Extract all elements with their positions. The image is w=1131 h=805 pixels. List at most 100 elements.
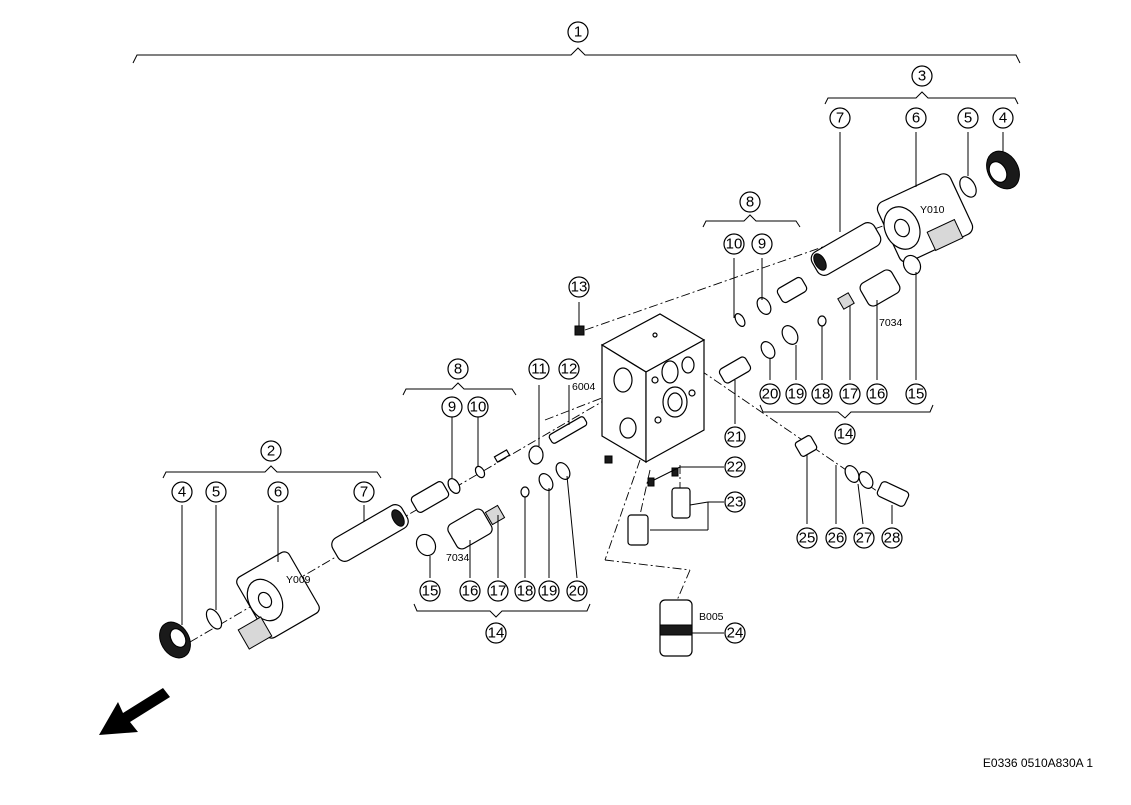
svg-text:6: 6 xyxy=(912,110,920,127)
oring-left-5 xyxy=(205,608,223,630)
svg-text:19: 19 xyxy=(541,583,558,600)
check-valve-left: 7034 xyxy=(415,504,506,564)
valve-block xyxy=(600,313,706,464)
callout-13: 13 xyxy=(568,276,590,298)
svg-text:5: 5 xyxy=(212,484,220,501)
svg-text:7: 7 xyxy=(836,110,844,127)
callout-5-left: 5 xyxy=(205,481,227,503)
svg-text:9: 9 xyxy=(758,236,766,253)
svg-text:14: 14 xyxy=(837,426,854,443)
callout-9-left: 9 xyxy=(441,396,463,418)
bottom-fittings xyxy=(627,467,691,546)
callout-6-right: 6 xyxy=(905,107,927,129)
svg-text:27: 27 xyxy=(856,530,873,547)
svg-text:14: 14 xyxy=(488,625,505,642)
callout-4-right: 4 xyxy=(992,107,1014,129)
callout-2: 2 xyxy=(260,440,282,462)
coil-label-left: Y009 xyxy=(286,574,311,586)
svg-text:22: 22 xyxy=(727,459,744,476)
callout-11: 11 xyxy=(528,358,550,380)
armature-tube-right xyxy=(810,222,882,276)
callout-15-right: 15 xyxy=(905,383,927,405)
bracket-1 xyxy=(132,47,1021,64)
svg-text:20: 20 xyxy=(569,583,586,600)
callout-21: 21 xyxy=(724,426,746,448)
sensor-label: B005 xyxy=(699,611,724,623)
callout-25: 25 xyxy=(796,527,818,549)
callout-23: 23 xyxy=(724,491,746,513)
svg-text:17: 17 xyxy=(490,583,507,600)
svg-text:28: 28 xyxy=(884,530,901,547)
svg-text:26: 26 xyxy=(828,530,845,547)
solenoid-nut-right xyxy=(986,150,1020,190)
svg-text:15: 15 xyxy=(422,583,439,600)
svg-text:5: 5 xyxy=(964,110,972,127)
callout-19-left: 19 xyxy=(538,580,560,602)
svg-text:24: 24 xyxy=(727,625,744,642)
callout-27: 27 xyxy=(853,527,875,549)
solenoid-coil-right: Y010 xyxy=(876,173,974,263)
callout-28: 28 xyxy=(881,527,903,549)
svg-text:25: 25 xyxy=(799,530,816,547)
callout-24: 24 xyxy=(724,622,746,644)
callout-7-left: 7 xyxy=(353,481,375,503)
svg-text:17: 17 xyxy=(842,386,859,403)
svg-text:20: 20 xyxy=(762,386,779,403)
svg-text:13: 13 xyxy=(571,279,588,296)
callout-18-right: 18 xyxy=(811,383,833,405)
svg-text:1: 1 xyxy=(574,24,582,41)
bracket-8-left xyxy=(402,382,517,396)
callout-6-left: 6 xyxy=(267,481,289,503)
svg-text:4: 4 xyxy=(999,110,1007,127)
callout-20-right: 20 xyxy=(759,383,781,405)
callout-8-left: 8 xyxy=(447,358,469,380)
callout-17-right: 17 xyxy=(839,383,861,405)
bracket-2 xyxy=(162,465,382,479)
callout-16-left: 16 xyxy=(459,580,481,602)
callout-15-left: 15 xyxy=(419,580,441,602)
svg-text:8: 8 xyxy=(746,194,754,211)
callout-1: 1 xyxy=(567,21,589,43)
callout-3: 3 xyxy=(911,65,933,87)
callout-22: 22 xyxy=(724,456,746,478)
callout-9-right: 9 xyxy=(751,233,773,255)
callout-10-left: 10 xyxy=(467,396,489,418)
solenoid-nut-left xyxy=(159,621,191,659)
bracket-14-right xyxy=(759,404,934,419)
direction-arrow-icon xyxy=(99,688,170,735)
svg-text:19: 19 xyxy=(788,386,805,403)
pressure-sensor: B005 xyxy=(659,599,724,657)
side-fittings xyxy=(794,435,910,507)
small-parts-left: 6004 xyxy=(520,381,596,498)
bracket-14-left xyxy=(413,603,591,618)
callout-14-left: 14 xyxy=(485,622,507,644)
cartridge-right xyxy=(734,276,808,327)
coil-label-right: Y010 xyxy=(920,204,945,216)
bracket-3 xyxy=(824,91,1019,105)
svg-text:4: 4 xyxy=(178,484,186,501)
svg-text:21: 21 xyxy=(727,429,744,446)
callout-14-right: 14 xyxy=(834,423,856,445)
callout-19-right: 19 xyxy=(785,383,807,405)
callout-17-left: 17 xyxy=(487,580,509,602)
small-parts-right xyxy=(718,315,827,384)
check-valve-right: 7034 xyxy=(837,254,922,329)
svg-text:11: 11 xyxy=(531,361,547,378)
oring-right-5 xyxy=(959,176,977,198)
cartridge-left xyxy=(410,449,511,513)
callout-18-left: 18 xyxy=(514,580,536,602)
callout-4-left: 4 xyxy=(171,481,193,503)
pin-label: 6004 xyxy=(572,381,596,393)
callout-16-right: 16 xyxy=(866,383,888,405)
bracket-8-right xyxy=(702,214,801,228)
callout-12: 12 xyxy=(558,358,580,380)
svg-text:18: 18 xyxy=(814,386,831,403)
svg-text:6: 6 xyxy=(274,484,282,501)
svg-text:9: 9 xyxy=(448,399,456,416)
small-rings-left xyxy=(447,465,486,494)
svg-text:8: 8 xyxy=(454,361,462,378)
callout-5-right: 5 xyxy=(957,107,979,129)
armature-tube-left xyxy=(331,504,409,562)
svg-text:3: 3 xyxy=(918,68,926,85)
